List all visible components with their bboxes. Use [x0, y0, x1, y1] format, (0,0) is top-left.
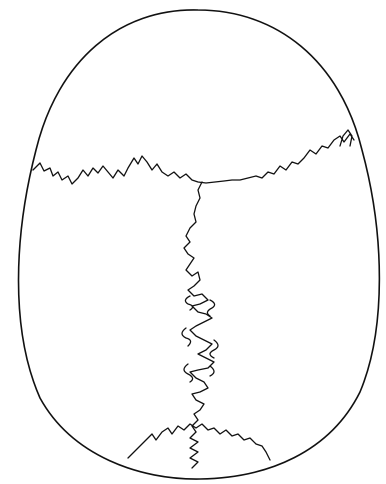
coronal-suture-notch [340, 130, 352, 146]
lambdoid-suture [128, 424, 270, 460]
coronal-suture [33, 134, 354, 184]
sagittal-suture [184, 182, 214, 432]
lambdoid-junction-zigzag [190, 432, 198, 468]
skull-outline [19, 10, 380, 479]
